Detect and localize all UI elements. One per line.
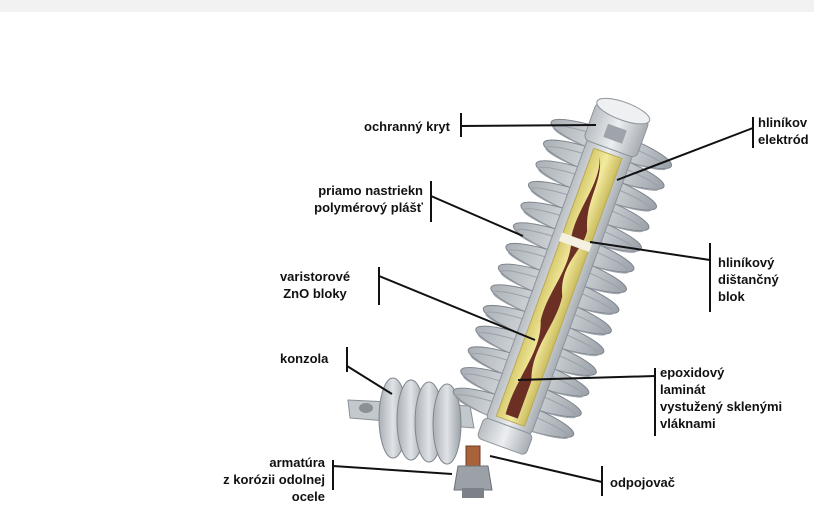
top-band xyxy=(0,0,814,12)
label-aluminum-spacer: hliníkový dištančný blok xyxy=(718,254,779,305)
label-bracket: konzola xyxy=(280,350,328,367)
label-epoxy-laminate: epoxidový laminát vystužený sklenými vlá… xyxy=(660,364,782,432)
label-protective-cap: ochranný kryt xyxy=(280,118,450,135)
label-polymer-housing: priamo nastriekn polymérový plášť xyxy=(240,182,423,216)
bottom-fitting xyxy=(454,446,492,498)
label-disconnector: odpojovač xyxy=(610,474,675,491)
label-aluminum-electrode: hliníkov elektród xyxy=(758,114,814,148)
label-fitting: armatúra z korózii odolnej ocele xyxy=(180,454,325,505)
label-zno-blocks: varistorové ZnO bloky xyxy=(260,268,370,302)
arrester-body xyxy=(441,81,686,469)
